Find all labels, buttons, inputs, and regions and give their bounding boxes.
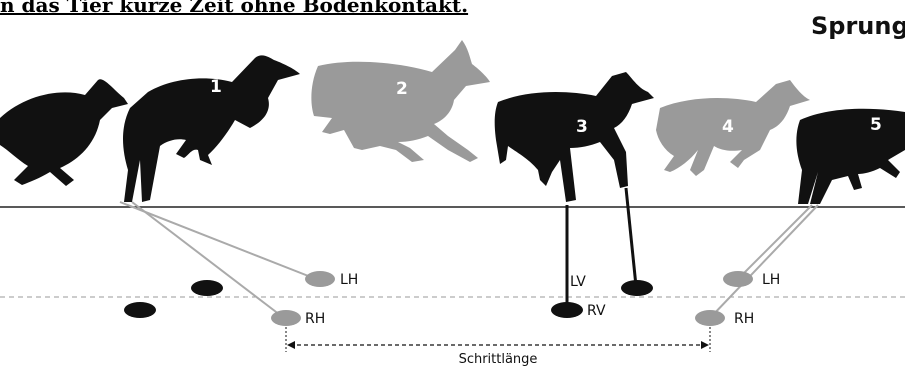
track-label-lv: LV: [570, 274, 586, 290]
leader-line-front: [626, 188, 636, 286]
leader-line-lh-right: [738, 205, 812, 279]
track-label-lh-left: LH: [340, 272, 358, 288]
track-label-lh-right: LH: [762, 272, 780, 288]
deer-number-1: 1: [210, 77, 222, 97]
deer-silhouette-1: 1: [123, 55, 300, 202]
deer-number-2: 2: [396, 79, 408, 99]
measure-arrow-left: [287, 341, 295, 349]
track-mark-rh-left: [271, 310, 301, 326]
track-mark-lh-right: [723, 271, 753, 287]
deer-number-4: 4: [722, 117, 734, 137]
track-label-rh-right: RH: [734, 311, 754, 327]
leader-line-rh-right: [710, 205, 818, 318]
measure-label: Schrittlänge: [459, 352, 538, 367]
deer-number-5: 5: [870, 115, 882, 135]
track-mark-lh-left: [305, 271, 335, 287]
deer-silhouette-5: 5: [796, 109, 905, 204]
track-mark-dark-2: [191, 280, 223, 296]
track-label-rv: RV: [587, 303, 606, 319]
deer-silhouette-3: 3: [495, 72, 654, 202]
stride-length-measure: Schrittlänge: [286, 327, 710, 367]
deer-number-3: 3: [576, 117, 588, 137]
measure-arrow-right: [701, 341, 709, 349]
deer-silhouette-2: 2: [311, 40, 490, 162]
track-mark-rh-right: [695, 310, 725, 326]
track-mark-front: [621, 280, 653, 296]
track-mark-rv: [551, 302, 583, 318]
track-mark-dark-1: [124, 302, 156, 318]
leader-line-rh-left: [132, 202, 284, 318]
deer-silhouette-0: [0, 79, 128, 186]
deer-silhouette-4: 4: [656, 80, 810, 176]
track-label-rh-left: RH: [305, 311, 325, 327]
